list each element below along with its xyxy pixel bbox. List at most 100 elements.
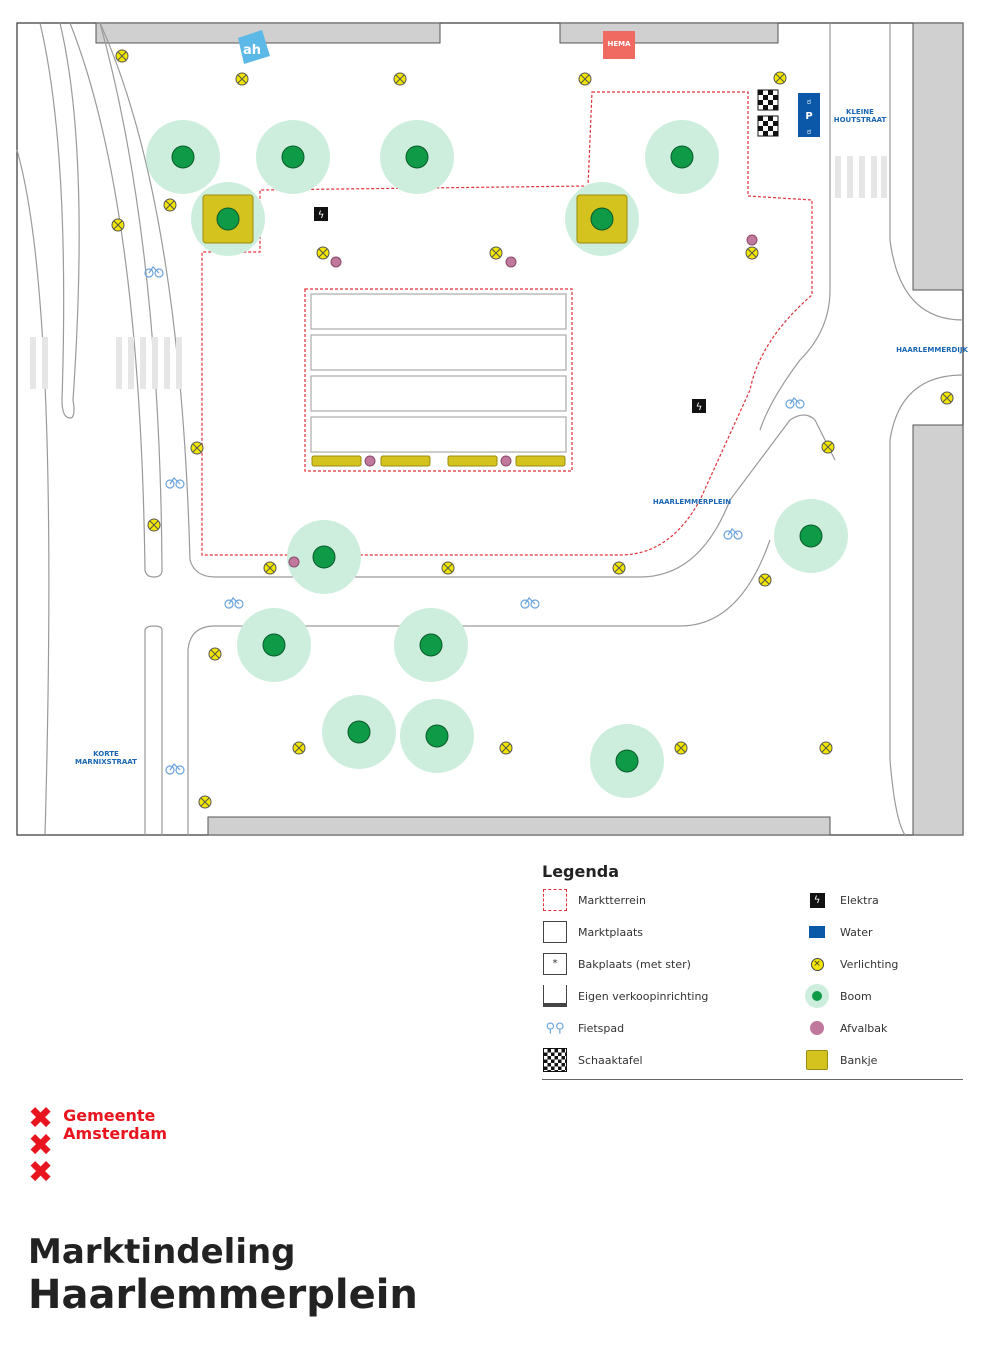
tree-icon bbox=[425, 724, 449, 748]
light-icon bbox=[819, 741, 833, 755]
waste-bin-icon bbox=[500, 455, 512, 467]
light-icon bbox=[393, 72, 407, 86]
bike-path-icon bbox=[165, 477, 185, 489]
legend-verlichting: ×Verlichting bbox=[804, 953, 963, 975]
electricity-icon: ϟ bbox=[692, 399, 706, 413]
bike-frame bbox=[169, 477, 181, 485]
title-line1: Marktindeling bbox=[28, 1232, 296, 1272]
light-cross bbox=[942, 393, 952, 403]
crosswalks bbox=[30, 156, 887, 389]
light-icon bbox=[612, 561, 626, 575]
ah-logo: ah bbox=[238, 30, 270, 64]
light-cross bbox=[149, 520, 159, 530]
electricity-icon: ϟ bbox=[804, 889, 830, 911]
light-cross bbox=[113, 220, 123, 230]
light-cross bbox=[395, 74, 405, 84]
light-cross bbox=[117, 51, 127, 61]
tree-icon bbox=[171, 145, 195, 169]
bike-path-icon bbox=[785, 397, 805, 409]
light-icon bbox=[674, 741, 688, 755]
tree-icon bbox=[804, 984, 830, 1008]
light-icon bbox=[745, 246, 759, 260]
bike-frame bbox=[789, 397, 801, 405]
tree-icon bbox=[615, 749, 639, 773]
market-stall bbox=[310, 375, 567, 412]
own-stall-strip bbox=[311, 455, 362, 467]
svg-text:ಠ: ಠ bbox=[807, 127, 811, 136]
chess-square bbox=[763, 121, 768, 126]
own-stall-strip bbox=[515, 455, 566, 467]
tree-icon bbox=[590, 207, 614, 231]
market-boundary-icon bbox=[542, 889, 568, 911]
bike-wheel bbox=[530, 599, 540, 609]
legend-afvalbak: Afvalbak bbox=[804, 1017, 963, 1039]
legend-marktterrein: Marktterrein bbox=[542, 889, 804, 911]
market-stall-area bbox=[304, 288, 573, 472]
buildings bbox=[95, 22, 964, 836]
street-label-haarlemmerplein: HAARLEMMERPLEIN bbox=[653, 498, 731, 506]
light-icon bbox=[111, 218, 125, 232]
light-cross bbox=[237, 74, 247, 84]
svg-text:ಠ: ಠ bbox=[807, 97, 811, 106]
svg-text:P: P bbox=[805, 111, 812, 122]
waste-bin-icon bbox=[288, 556, 300, 568]
bike-wheel bbox=[175, 479, 185, 489]
chess-square bbox=[773, 95, 778, 100]
light-icon bbox=[263, 561, 277, 575]
bike-wheel bbox=[165, 479, 175, 489]
chess-square bbox=[773, 121, 778, 126]
tree-icon bbox=[419, 633, 443, 657]
market-stall-icon bbox=[542, 921, 568, 943]
bike-wheel bbox=[165, 765, 175, 775]
bike-icon: ⚲⚲ bbox=[545, 1020, 565, 1036]
light-cross bbox=[676, 743, 686, 753]
light-cross bbox=[614, 563, 624, 573]
light-cross bbox=[443, 563, 453, 573]
light-cross bbox=[501, 743, 511, 753]
chess-square bbox=[768, 116, 773, 121]
bike-path-icon bbox=[224, 597, 244, 609]
legend-water: Water bbox=[804, 921, 963, 943]
tree-icon bbox=[312, 545, 336, 569]
light-cross bbox=[491, 248, 501, 258]
light-icon: × bbox=[804, 953, 830, 975]
bike-wheel bbox=[733, 530, 743, 540]
light-icon bbox=[940, 391, 954, 405]
light-icon bbox=[578, 72, 592, 86]
legend-divider bbox=[542, 1079, 963, 1080]
waste-bin-icon bbox=[364, 455, 376, 467]
light-icon bbox=[163, 198, 177, 212]
chess-square bbox=[758, 126, 763, 131]
bike-wheel bbox=[144, 268, 154, 278]
bike-wheel bbox=[224, 599, 234, 609]
light-cross bbox=[192, 443, 202, 453]
tree-icon bbox=[347, 720, 371, 744]
street-label-haarlemmerdijk: HAARLEMMERDIJK bbox=[896, 346, 968, 354]
tree-icon bbox=[405, 145, 429, 169]
chess-square bbox=[773, 105, 778, 110]
chess-square bbox=[773, 131, 778, 136]
electricity-bolt: ϟ bbox=[318, 210, 325, 221]
bench-icon bbox=[804, 1049, 830, 1071]
legend-fietspad: ⚲⚲Fietspad bbox=[542, 1017, 804, 1039]
market-boundary bbox=[201, 91, 813, 556]
chess-square bbox=[758, 90, 763, 95]
light-icon bbox=[441, 561, 455, 575]
bike-path-icon bbox=[723, 528, 743, 540]
legend-bakplaats: *Bakplaats (met ster) bbox=[542, 953, 804, 975]
svg-text:ah: ah bbox=[243, 43, 261, 58]
bike-path-icon bbox=[144, 266, 164, 278]
bike-wheel bbox=[234, 599, 244, 609]
electricity-icon: ϟ bbox=[314, 207, 328, 221]
bike-wheel bbox=[154, 268, 164, 278]
bike-wheel bbox=[723, 530, 733, 540]
waste-bin-icon bbox=[330, 256, 342, 268]
electricity-box bbox=[314, 207, 328, 221]
light-cross bbox=[318, 248, 328, 258]
logo-line1: Gemeente bbox=[63, 1106, 156, 1125]
tree-icon bbox=[799, 524, 823, 548]
